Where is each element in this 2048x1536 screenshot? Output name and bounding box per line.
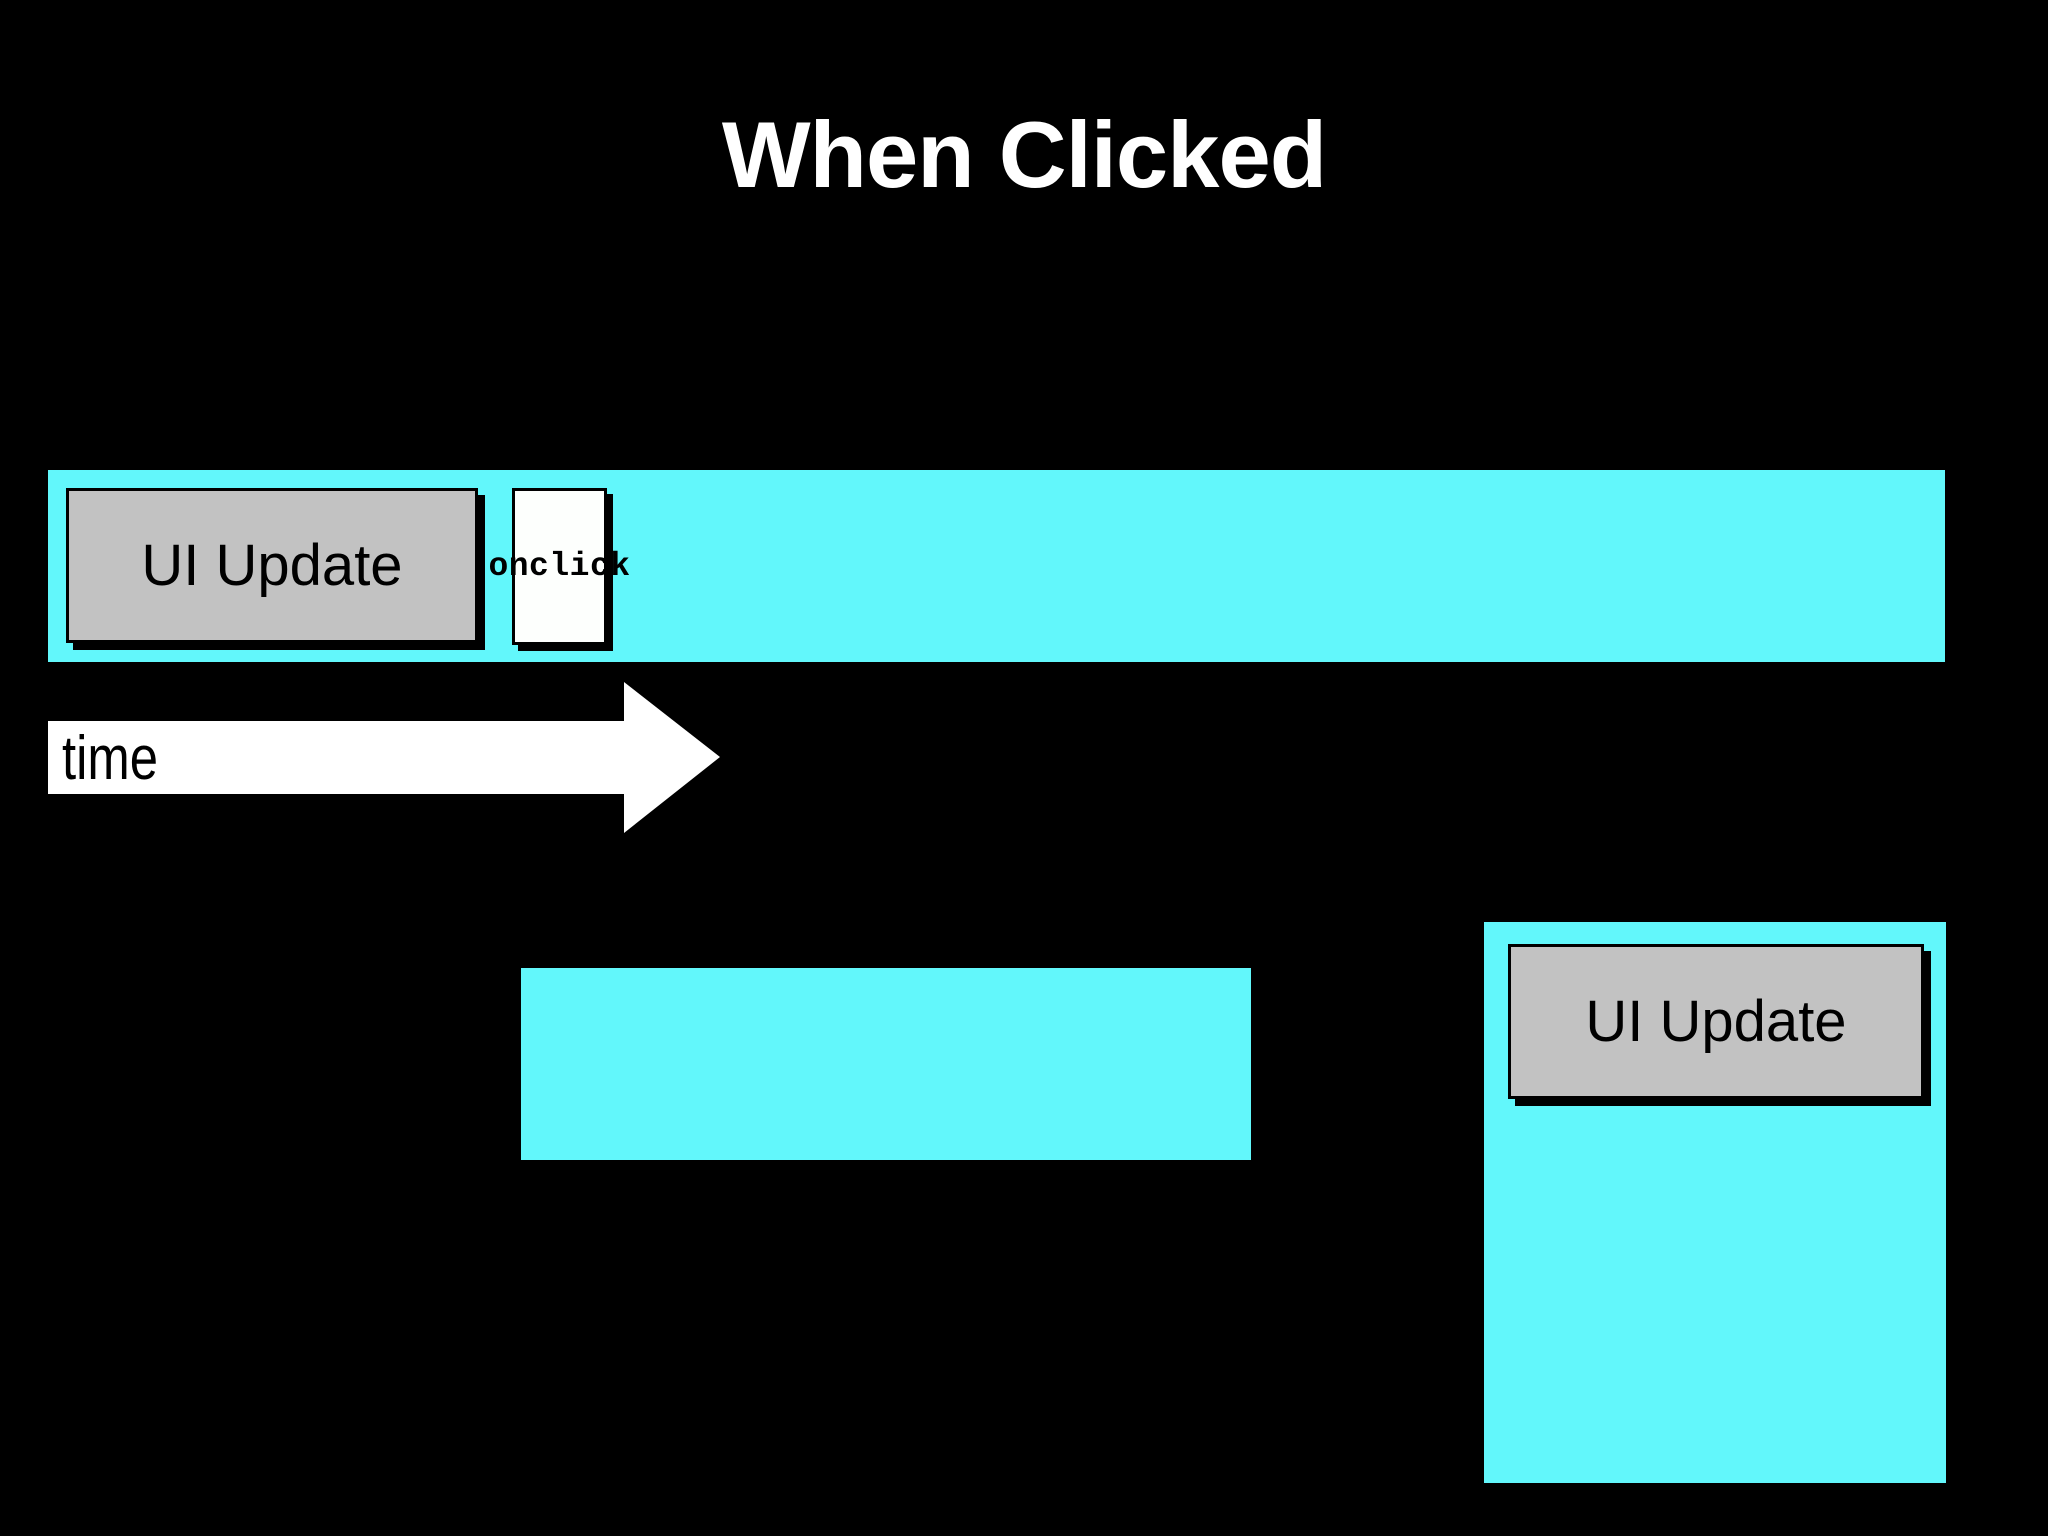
onclick-label: onclick [488,548,631,585]
onclick-handler-box[interactable]: onclick [488,488,630,645]
ui-update-box-panel[interactable]: UI Update [1508,944,1924,1099]
page-title: When Clicked [721,102,1327,207]
time-arrow: time [48,680,720,835]
time-arrow-icon [48,682,720,833]
ui-update-box-timeline[interactable]: UI Update [66,488,478,643]
time-arrow-label: time [62,724,159,793]
ui-update-label: UI Update [141,532,403,598]
ui-update-label: UI Update [1585,988,1847,1054]
middle-cyan-block [521,968,1251,1160]
